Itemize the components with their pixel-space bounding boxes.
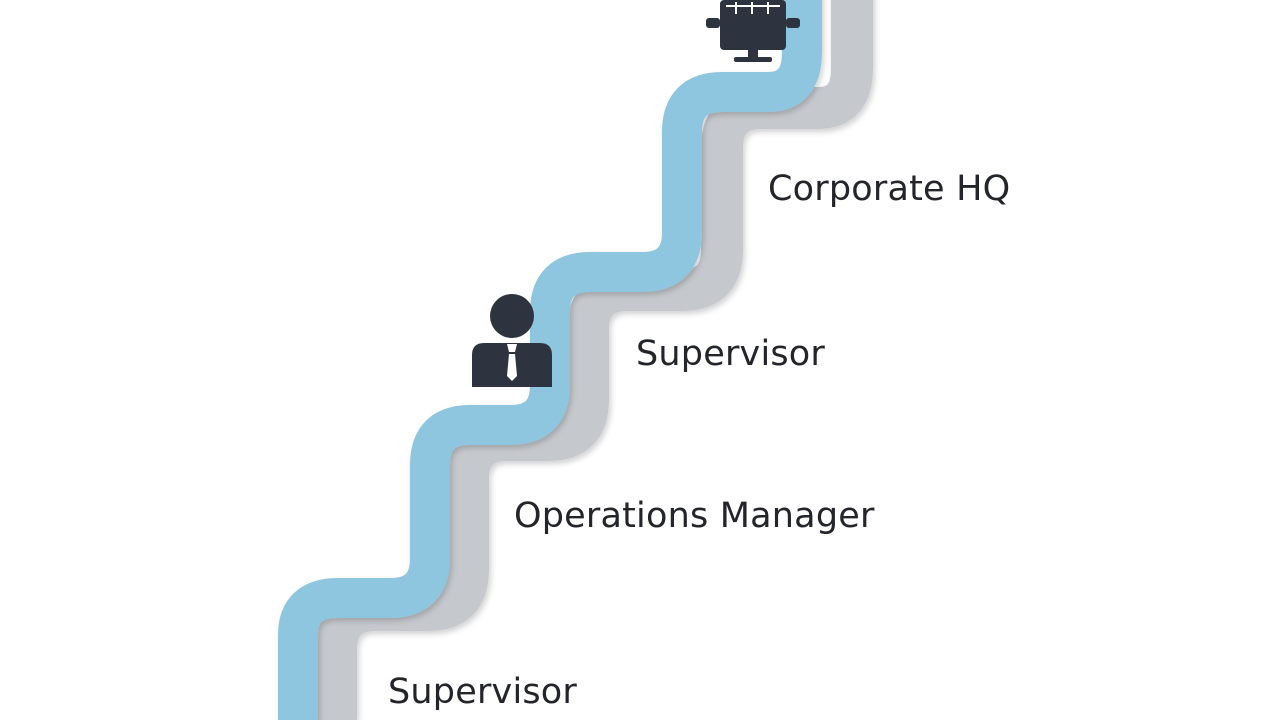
step-label-supervisor-upper: Supervisor [636,334,826,374]
step-label-operations-manager: Operations Manager [514,496,875,536]
step-label-supervisor-lower: Supervisor [388,672,578,712]
businessperson-icon [472,294,552,387]
computer-monitor-icon [706,0,800,62]
step-label-corporate-hq: Corporate HQ [768,169,1011,209]
